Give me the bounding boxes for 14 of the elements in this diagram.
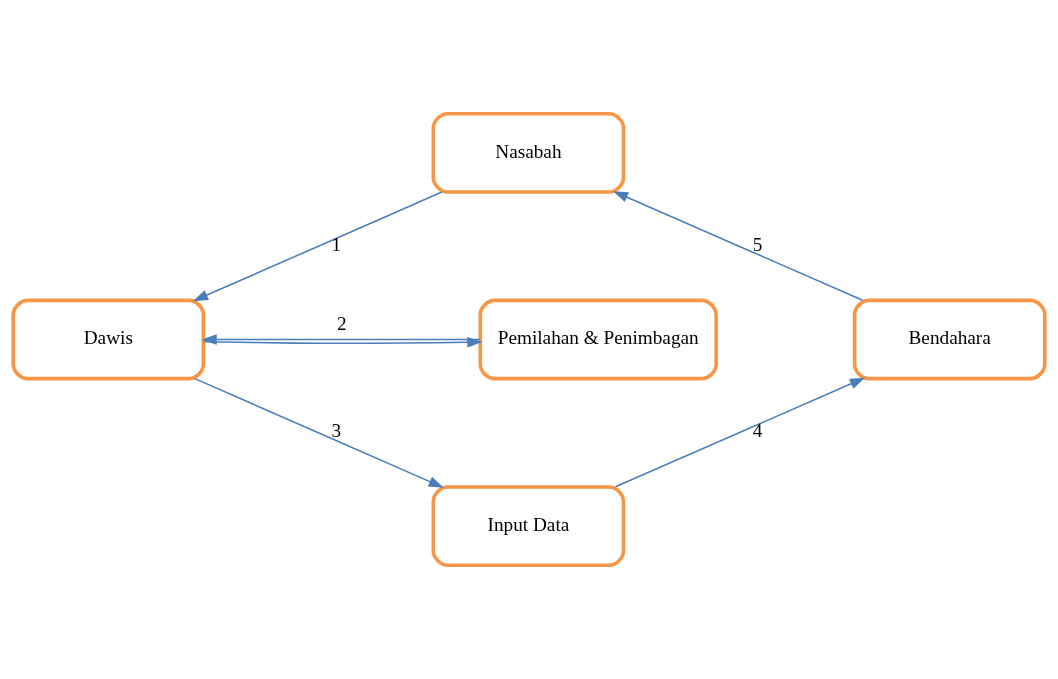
edge-label: 1 bbox=[331, 233, 342, 255]
arrow bbox=[194, 377, 444, 488]
arrow bbox=[192, 191, 443, 302]
arrow bbox=[613, 191, 864, 302]
edge-label: 2 bbox=[337, 312, 347, 334]
node-box: Input Data bbox=[431, 485, 626, 567]
node-box: Nasabah bbox=[431, 112, 626, 194]
edge-label: 5 bbox=[752, 233, 763, 255]
node-box: Bendahara bbox=[852, 298, 1047, 381]
edge-label: 4 bbox=[752, 420, 763, 442]
node-box: Dawis bbox=[11, 298, 206, 381]
node-box: Pemilahan & Penimbagan bbox=[478, 298, 718, 381]
edge-label: 3 bbox=[331, 420, 342, 442]
arrow bbox=[614, 377, 866, 488]
